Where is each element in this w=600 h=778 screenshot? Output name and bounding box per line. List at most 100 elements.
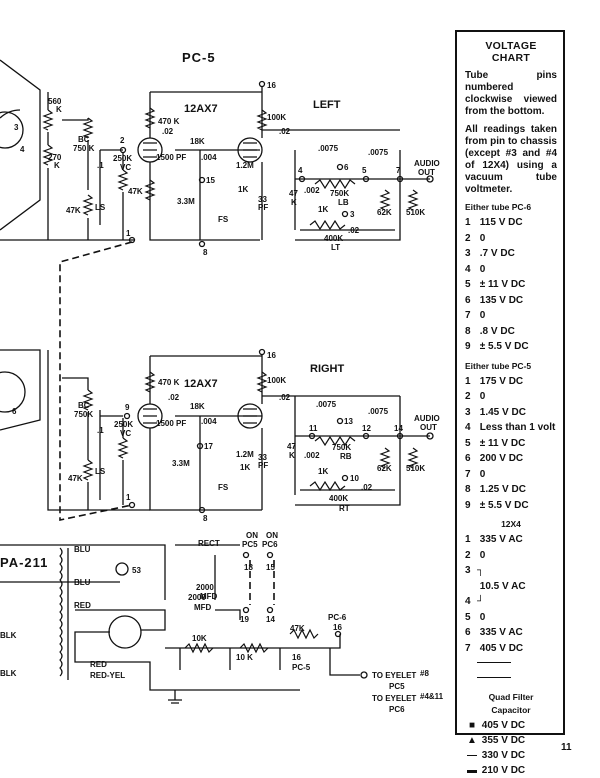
node-9-dot	[123, 412, 131, 420]
k-label-bottom: K	[289, 451, 295, 460]
tube-12ax7-top-label: 12AX7	[184, 103, 218, 115]
pin-voltage: 200 V DC	[479, 453, 524, 464]
pc6-row: 9 ± 5.5 V DC	[465, 339, 557, 355]
pc5-heading: Either tube PC-5	[465, 360, 532, 371]
x4-row: 1 335 V AC	[465, 532, 557, 548]
pin-number: 6	[465, 627, 471, 638]
rt-label-bottom: RT	[339, 504, 350, 513]
r510k-label-bottom: 510K	[406, 464, 425, 473]
pin-voltage: 115 V DC	[479, 217, 523, 228]
r1k-label-top: 1K	[238, 185, 248, 194]
node-6-dot	[336, 163, 344, 171]
r33m-label-top: 3.3M	[177, 197, 195, 206]
eyelet1-pc: PC5	[389, 682, 405, 691]
cap-voltage: 330 V DC	[481, 750, 526, 761]
pin-voltage: 0	[479, 263, 486, 275]
eyelet-terminal	[360, 671, 368, 679]
ganged-switch-dashed	[249, 560, 275, 605]
audio-out-jack-top[interactable]	[426, 175, 434, 183]
tone-wires-top	[294, 150, 430, 241]
tube-v2b-elements	[243, 408, 257, 424]
pc6-row: 2 0	[465, 231, 557, 247]
quad-heading-1: Quad Filter	[488, 692, 534, 702]
x4-row: 6 335 V AC	[465, 625, 557, 641]
vc-label-top: VC	[120, 163, 131, 172]
tube-v1b-top	[237, 137, 263, 163]
audio-out-label-top-2: OUT	[418, 168, 435, 177]
right-channel-label: RIGHT	[310, 363, 345, 375]
c0075a-label-top: .0075	[318, 144, 339, 153]
pin-number: 5	[465, 437, 471, 449]
pilot-lamp	[115, 562, 129, 576]
pin-number: 4	[465, 422, 471, 433]
pin-voltage: 0	[479, 611, 486, 623]
k-label-top: K	[291, 198, 297, 207]
tube-v2a-elements	[143, 408, 157, 424]
r18k-label-bottom: 18K	[190, 402, 205, 411]
node-16-power: 16	[333, 623, 342, 632]
eyelet2-num: #4&11	[420, 692, 444, 701]
node-14-bottom: 14	[394, 424, 403, 433]
node-5-top: 5	[362, 166, 367, 175]
tone-wires-bottom	[294, 396, 430, 506]
blu-wire-2: BLU	[74, 578, 91, 587]
audio-out-jack-bottom[interactable]	[426, 432, 434, 440]
socket-wire-bottom	[0, 349, 41, 431]
pc5-row: 9 ± 5.5 V DC	[465, 498, 557, 514]
node-6-top: 6	[344, 163, 349, 172]
node-9-bottom: 9	[125, 403, 130, 412]
r47k-bottom	[82, 459, 94, 481]
pin-voltage: 405 V DC	[479, 642, 524, 654]
node-16-bottom: 16	[267, 351, 276, 360]
node-8-dot-bottom	[198, 506, 206, 514]
r47k2-label-top: 47K	[128, 187, 143, 196]
c0075a-label-bottom: .0075	[316, 400, 337, 409]
pf2-label-top: PF	[258, 203, 268, 212]
pc6-label: PC6	[262, 540, 278, 549]
r510k-label-top: 510K	[406, 208, 425, 217]
resistor-560k-label: 560	[48, 97, 62, 106]
r47k-label-bottom: 47K	[68, 474, 83, 483]
rect-label: RECT	[198, 539, 220, 548]
x4-row: 3┐	[465, 563, 557, 579]
pc5-row: 6 200 V DC	[465, 451, 557, 467]
voltage-chart-intro-2: All readings taken from pin to chassis (…	[465, 124, 557, 195]
node-15-top: 15	[206, 176, 215, 185]
node-18-dot	[242, 551, 250, 559]
r47k-label-top: 47K	[66, 206, 81, 215]
pc6-row: 5 ± 11 V DC	[465, 277, 557, 293]
pin-voltage: ± 11 V DC	[479, 279, 526, 290]
x4-row: 2 0	[465, 548, 557, 564]
pin-voltage: 0	[479, 549, 486, 561]
bc-label-top: BC	[78, 135, 90, 144]
ganged-control-dashed	[59, 241, 133, 521]
mfd-a-label: MFD	[200, 592, 218, 601]
pin-number: 2	[465, 391, 471, 402]
node-16b-power: 16	[292, 653, 301, 662]
chassis-ground	[168, 690, 182, 704]
quad-row: ■ 405 V DC	[465, 718, 557, 733]
pin-number: 3	[465, 406, 471, 418]
r10k-label: 10K	[192, 634, 207, 643]
r400k-label-bottom: 400K	[329, 494, 348, 503]
r62k-label-bottom: 62K	[377, 464, 392, 473]
node-3-top: 3	[350, 210, 355, 219]
node-12-bottom: 12	[362, 424, 371, 433]
pin-voltage: Less than 1 volt	[479, 422, 556, 433]
pin-number: 2	[465, 232, 471, 244]
pin-voltage: 0	[479, 310, 486, 321]
c02c-label-bottom: .02	[361, 483, 373, 492]
pin-number: 9	[465, 499, 471, 511]
r47k-top	[82, 194, 94, 216]
quad-list: ■ 405 V DC ▲ 355 V DC — 330 V DC ▬ 210 V…	[465, 718, 557, 778]
pin-voltage: 135 V DC	[479, 294, 524, 306]
on-pc6-label: ON	[266, 531, 278, 540]
pin-voltage: .8 V DC	[479, 325, 515, 337]
resistor-560k-unit: K	[56, 105, 62, 114]
r12m-label-bottom: 1.2M	[236, 450, 254, 459]
pin-voltage: 1.45 V DC	[479, 406, 526, 418]
pc6-heading: Either tube PC-6	[465, 202, 532, 212]
node-18: 18	[244, 563, 253, 572]
node-16-dot-top	[258, 80, 266, 88]
lb-label-top: LB	[338, 198, 349, 207]
